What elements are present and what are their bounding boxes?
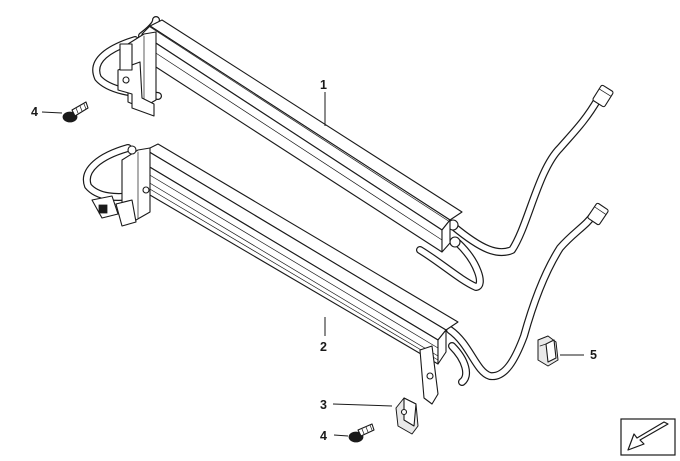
lower-cooler-bracket [91, 195, 439, 405]
upper-cooler-pipe [416, 84, 614, 291]
direction-arrow-icon [620, 418, 676, 456]
upper-cooler-bracket [117, 43, 155, 117]
screw-lower [348, 423, 375, 443]
upper-cooler [92, 16, 614, 291]
mounting-bracket-part [395, 397, 419, 435]
clip-part [537, 335, 559, 367]
callout-5: 5 [590, 348, 597, 362]
callout-4-upper: 4 [31, 105, 38, 119]
screw-upper [62, 101, 89, 123]
callout-3: 3 [320, 398, 327, 412]
callout-2: 2 [320, 340, 327, 354]
lower-cooler-pipe [446, 202, 609, 386]
callout-1: 1 [320, 78, 327, 92]
callout-4-lower: 4 [320, 429, 327, 443]
lower-cooler [82, 143, 609, 405]
